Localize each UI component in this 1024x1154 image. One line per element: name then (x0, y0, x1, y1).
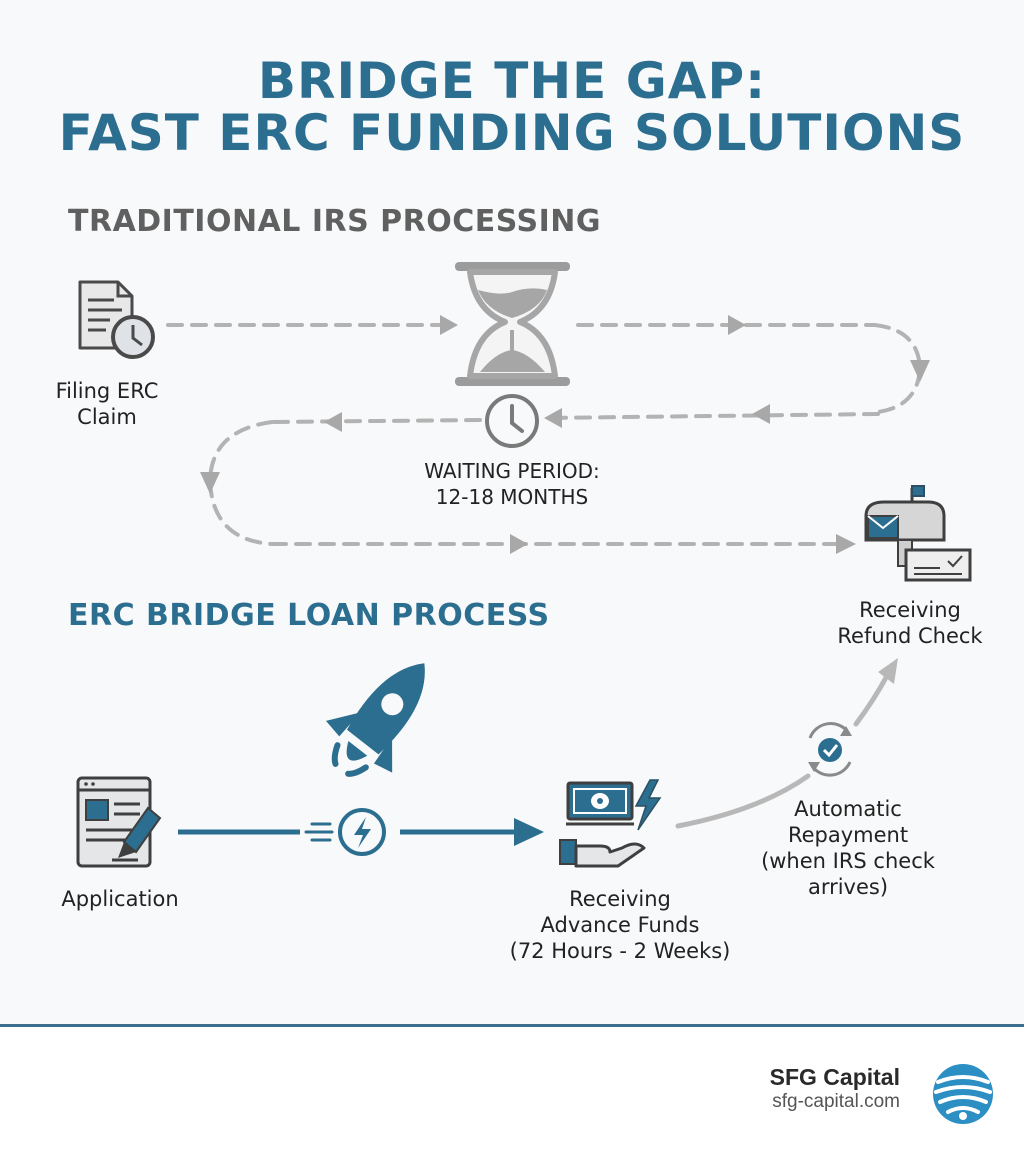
filing-label-line-1: Filing ERC (55, 379, 159, 403)
advance-label-line-1: Receiving (569, 887, 671, 911)
repayment-label-line-4: arrives) (807, 875, 889, 899)
title-line-1: BRIDGE THE GAP: (257, 52, 767, 110)
bridge-heading: ERC BRIDGE LOAN PROCESS (68, 598, 550, 633)
application-pen-icon (76, 776, 162, 868)
waiting-label-line-1: WAITING PERIOD: (424, 459, 600, 483)
brand-name: SFG Capital (769, 1064, 900, 1090)
lightning-speed-icon (304, 808, 386, 856)
traditional-flow-path (166, 323, 923, 546)
footer-divider (0, 1024, 1024, 1027)
refund-label-line-1: Receiving (859, 598, 961, 622)
repayment-label-line-1: Automatic (794, 797, 902, 821)
clock-icon (485, 394, 539, 448)
repayment-label-line-3: (when IRS check (761, 849, 935, 873)
repayment-label: Automatic Repayment (when IRS check arri… (738, 796, 958, 900)
repayment-curve (675, 658, 898, 829)
money-hand-icon (559, 779, 662, 868)
waiting-label-line-2: 12-18 MONTHS (435, 485, 589, 509)
bridge-flow-arrow (178, 818, 544, 846)
sfg-logo-icon (933, 1064, 993, 1124)
rocket-icon (325, 663, 425, 777)
traditional-heading: TRADITIONAL IRS PROCESSING (68, 204, 602, 239)
diagram-graphics (76, 262, 972, 868)
traditional-flow-arrowheads (200, 315, 930, 554)
filing-label-line-2: Claim (77, 405, 137, 429)
filing-label: Filing ERC Claim (42, 378, 172, 430)
hourglass-icon (455, 262, 570, 386)
title-line-2: FAST ERC FUNDING SOLUTIONS (58, 104, 966, 162)
refund-label-line-2: Refund Check (837, 624, 983, 648)
mailbox-check-icon (864, 485, 972, 582)
document-clock-icon (78, 280, 155, 359)
refund-label: Receiving Refund Check (820, 597, 1000, 649)
advance-label-line-2: Advance Funds (540, 913, 700, 937)
check-cycle-icon (808, 722, 852, 777)
advance-label: Receiving Advance Funds (72 Hours - 2 We… (480, 886, 760, 964)
waiting-label: WAITING PERIOD: 12-18 MONTHS (382, 458, 642, 510)
application-label: Application (61, 887, 179, 911)
brand-url: sfg-capital.com (772, 1091, 900, 1112)
advance-label-line-3: (72 Hours - 2 Weeks) (509, 939, 731, 963)
repayment-label-line-2: Repayment (787, 823, 909, 847)
footer (0, 1027, 1024, 1154)
